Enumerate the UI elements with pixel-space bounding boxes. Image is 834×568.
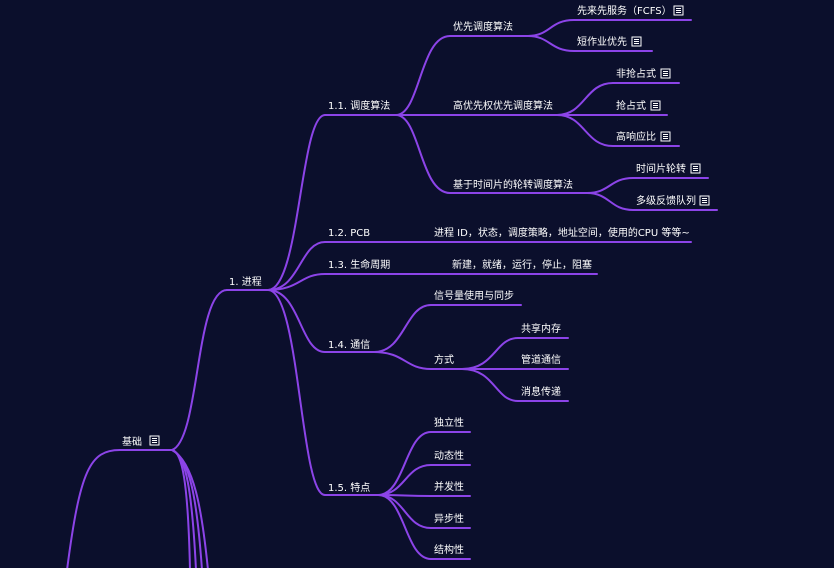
node-lifecycle-detail[interactable]: 新建，就绪，运行，停止，阻塞 [452, 258, 592, 271]
node-roundrobin-label[interactable]: 基于时间片的轮转调度算法 [453, 178, 573, 191]
edge-roundrobin-mlfq [586, 192, 634, 211]
node-semaphore-label[interactable]: 信号量使用与同步 [434, 289, 514, 302]
node-fcfs[interactable]: 先来先服务（FCFS） [577, 4, 684, 17]
note-icon[interactable] [650, 100, 661, 111]
node-timeslice-label: 时间片轮转 [636, 162, 686, 175]
note-icon[interactable] [149, 435, 160, 446]
edge-root-sibling-4 [171, 449, 209, 568]
node-pcb-label[interactable]: 1.2. PCB [328, 228, 370, 239]
node-features-label[interactable]: 1.5. 特点 [328, 482, 370, 494]
node-message-label[interactable]: 消息传递 [521, 385, 561, 398]
node-root[interactable]: 基础 [122, 435, 160, 448]
node-hrrn-label: 高响应比 [616, 130, 656, 143]
node-timeslice[interactable]: 时间片轮转 [636, 162, 701, 175]
edge-priority-sjf [527, 35, 575, 52]
note-icon[interactable] [660, 131, 671, 142]
edge-scheduling-priority [395, 35, 451, 116]
node-priority-label[interactable]: 优先调度算法 [453, 20, 513, 33]
node-sjf[interactable]: 短作业优先 [577, 35, 642, 48]
edge-communication-semaphore [373, 304, 432, 353]
edges [66, 19, 634, 568]
node-scheduling-label[interactable]: 1.1. 调度算法 [328, 99, 390, 112]
edge-root-process [171, 289, 228, 451]
note-icon[interactable] [690, 163, 701, 174]
edge-root-incoming [66, 449, 121, 568]
node-lifecycle-label[interactable]: 1.3. 生命周期 [328, 258, 390, 271]
node-root-label: 基础 [122, 435, 142, 448]
edge-process-pcb [267, 241, 326, 291]
node-communication-label[interactable]: 1.4. 通信 [328, 339, 370, 351]
node-async-label[interactable]: 异步性 [434, 512, 464, 525]
node-pcb-detail[interactable]: 进程 ID，状态，调度策略，地址空间，使用的CPU 等等~ [434, 226, 690, 239]
node-dynamic-label[interactable]: 动态性 [434, 449, 464, 462]
node-fcfs-label: 先来先服务（FCFS） [577, 4, 672, 17]
node-pipe-label[interactable]: 管道通信 [521, 353, 561, 366]
note-icon[interactable] [631, 36, 642, 47]
node-mlfq[interactable]: 多级反馈队列 [636, 194, 710, 207]
node-structure-label[interactable]: 结构性 [434, 543, 464, 556]
note-icon[interactable] [660, 68, 671, 79]
edge-scheduling-roundrobin [395, 114, 451, 194]
edge-communication-methods [373, 351, 432, 370]
note-icon[interactable] [673, 5, 684, 16]
node-highpriority-label[interactable]: 高优先权优先调度算法 [453, 99, 553, 112]
node-hrrn[interactable]: 高响应比 [616, 130, 671, 143]
edge-process-communication [267, 289, 326, 353]
node-nonpreemptive-label: 非抢占式 [616, 67, 656, 80]
node-preemptive[interactable]: 抢占式 [616, 99, 661, 112]
edge-process-scheduling [267, 114, 326, 291]
node-mlfq-label: 多级反馈队列 [636, 194, 696, 207]
node-concurrent-label[interactable]: 并发性 [434, 480, 464, 493]
note-icon[interactable] [699, 195, 710, 206]
edge-process-lifecycle [267, 273, 326, 291]
edge-highpriority-hrrn [556, 114, 614, 147]
node-process-label[interactable]: 1. 进程 [229, 276, 262, 288]
node-methods-label[interactable]: 方式 [434, 353, 454, 366]
edge-features-structure [377, 494, 432, 560]
node-sjf-label: 短作业优先 [577, 35, 627, 48]
node-independence-label[interactable]: 独立性 [434, 416, 464, 429]
underlines [119, 19, 718, 560]
edge-features-independence [377, 431, 432, 496]
node-nonpreemptive[interactable]: 非抢占式 [616, 67, 671, 80]
node-preemptive-label: 抢占式 [616, 99, 646, 112]
node-sharedmemory-label[interactable]: 共享内存 [521, 322, 561, 335]
nodes: 基础 1. 进程 1.1. 调度算法 1.2. PCB 1.3. 生命周期 1.… [122, 4, 710, 556]
edge-process-features [267, 289, 326, 496]
edge-methods-message [461, 368, 519, 402]
